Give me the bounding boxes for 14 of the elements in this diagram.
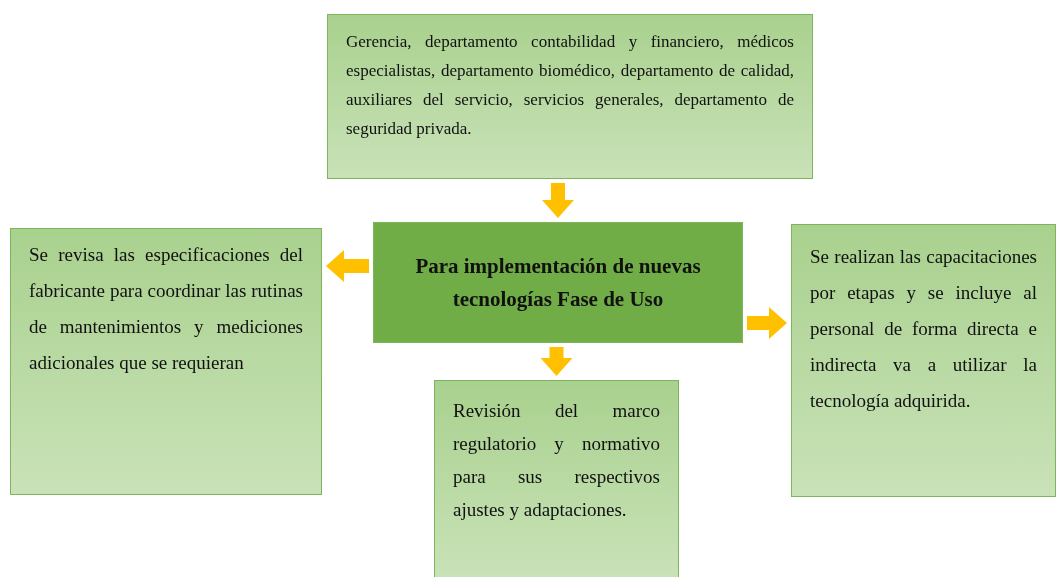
box-text: Se realizan las capacitaciones por etapas y se incluye al personal de forma directa e indirecta va a utilizar la tecnología adquirida. — [810, 245, 1037, 413]
box-text: Gerencia, departamento contabilidad y financiero, médicos especialistas, departamento biomédico, departamento de calidad, auxiliares del servicio, servicios generales, departamento de seguridad privada. — [346, 31, 794, 140]
main-topic-box — [373, 222, 743, 343]
box-text: Se revisa las especificaciones del fabricante para coordinar las rutinas de mantenimientos y mediciones adicionales que se requieran — [29, 243, 303, 375]
block-arrow — [326, 250, 369, 282]
block-arrow — [542, 183, 574, 218]
box-title: Para implementación de nuevas tecnologías Fase de Uso — [414, 252, 702, 313]
text-box — [434, 380, 679, 577]
text-box — [10, 228, 322, 495]
text-box — [791, 224, 1056, 497]
block-arrow — [747, 307, 787, 339]
block-arrow — [540, 347, 573, 376]
text-box — [327, 14, 813, 179]
box-text: Revisión del marco regulatorio y normativo para sus respectivos ajustes y adaptaciones. — [453, 399, 660, 522]
